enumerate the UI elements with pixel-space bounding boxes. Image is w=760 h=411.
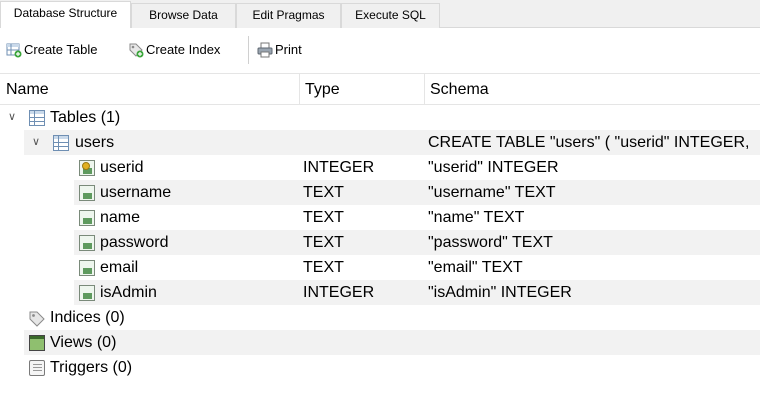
tree-item-tables[interactable]: ∨ Tables (1): [0, 105, 760, 130]
field-schema: "password" TEXT: [428, 234, 553, 251]
trigger-icon: [29, 360, 45, 376]
tree-item-field[interactable]: username TEXT "username" TEXT: [0, 180, 760, 205]
tree-item-field[interactable]: email TEXT "email" TEXT: [0, 255, 760, 280]
field-icon: [79, 260, 95, 276]
create-table-button[interactable]: Create Table: [6, 40, 97, 60]
field-type: TEXT: [303, 259, 344, 276]
tree-item-triggers[interactable]: Triggers (0): [0, 355, 760, 380]
table-schema: CREATE TABLE "users" ( "userid" INTEGER,: [428, 134, 750, 151]
field-schema: "email" TEXT: [428, 259, 523, 276]
field-name: username: [100, 184, 172, 201]
toolbar-separator: [248, 36, 249, 64]
field-name: password: [100, 234, 169, 251]
tag-icon: [29, 310, 45, 327]
field-type: TEXT: [303, 184, 344, 201]
tree-item-indices[interactable]: Indices (0): [0, 305, 760, 330]
create-index-button[interactable]: Create Index: [128, 40, 220, 60]
tree-item-field[interactable]: isAdmin INTEGER "isAdmin" INTEGER: [0, 280, 760, 305]
tree-item-label: Views (0): [50, 334, 117, 351]
column-header-type[interactable]: Type: [305, 81, 340, 98]
column-divider[interactable]: [299, 74, 300, 104]
tree-item-label: Indices (0): [50, 309, 125, 326]
column-divider[interactable]: [424, 74, 425, 104]
field-name: name: [100, 209, 141, 226]
field-type: TEXT: [303, 209, 344, 226]
tab-database-structure[interactable]: Database Structure: [0, 1, 131, 29]
print-button[interactable]: Print: [257, 40, 302, 60]
field-name: userid: [100, 159, 144, 176]
chevron-down-icon[interactable]: ∨: [31, 136, 41, 148]
printer-icon: [257, 42, 273, 58]
table-icon: [29, 110, 45, 126]
field-icon: [79, 210, 95, 226]
field-schema: "isAdmin" INTEGER: [428, 284, 572, 301]
key-icon: [79, 160, 95, 176]
tree-item-field[interactable]: name TEXT "name" TEXT: [0, 205, 760, 230]
print-label: Print: [275, 42, 302, 57]
tree-item-field[interactable]: userid INTEGER "userid" INTEGER: [0, 155, 760, 180]
tree-item-table-users[interactable]: ∨ users CREATE TABLE "users" ( "userid" …: [0, 130, 760, 155]
field-schema: "userid" INTEGER: [428, 159, 559, 176]
table-icon: [53, 135, 69, 151]
tree-item-label: Triggers (0): [50, 359, 133, 376]
toolbar: Create Table Create Index Print: [0, 28, 760, 73]
tree-item-views[interactable]: Views (0): [0, 330, 760, 355]
field-icon: [79, 285, 95, 301]
field-schema: "username" TEXT: [428, 184, 556, 201]
column-header-schema[interactable]: Schema: [430, 81, 489, 98]
tab-edit-pragmas[interactable]: Edit Pragmas: [236, 3, 341, 28]
field-icon: [79, 235, 95, 251]
table-name: users: [75, 134, 115, 151]
tree-item-field[interactable]: password TEXT "password" TEXT: [0, 230, 760, 255]
field-schema: "name" TEXT: [428, 209, 525, 226]
column-header: Name Type Schema: [0, 73, 760, 105]
create-table-label: Create Table: [24, 42, 98, 57]
column-header-name[interactable]: Name: [6, 81, 49, 98]
chevron-down-icon[interactable]: ∨: [7, 111, 17, 123]
create-index-icon: [128, 42, 144, 58]
tree-item-label: Tables (1): [50, 109, 121, 126]
create-table-icon: [6, 42, 22, 58]
tab-browse-data[interactable]: Browse Data: [131, 3, 236, 28]
tab-bar: Database Structure Browse Data Edit Prag…: [0, 0, 760, 29]
field-name: email: [100, 259, 139, 276]
field-type: TEXT: [303, 234, 344, 251]
view-icon: [29, 335, 45, 351]
field-name: isAdmin: [100, 284, 157, 301]
create-index-label: Create Index: [146, 42, 221, 57]
field-type: INTEGER: [303, 159, 375, 176]
field-type: INTEGER: [303, 284, 375, 301]
tab-execute-sql[interactable]: Execute SQL: [341, 3, 440, 28]
field-icon: [79, 185, 95, 201]
